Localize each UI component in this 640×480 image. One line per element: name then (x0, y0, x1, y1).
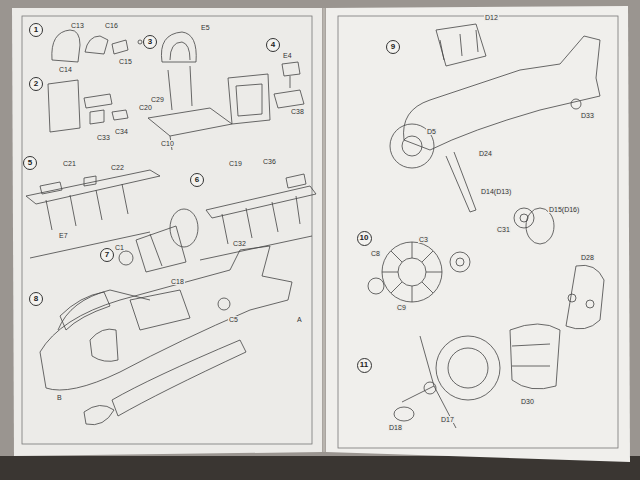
part-number: E7 (58, 232, 69, 239)
step-number: 4 (266, 38, 280, 52)
part-number: A (296, 316, 303, 323)
part-number: C16 (104, 22, 119, 29)
part-number: C31 (496, 226, 511, 233)
step-label: 5 (28, 159, 32, 167)
step-number: 2 (29, 77, 43, 91)
part-number: C1 (114, 244, 125, 251)
step-number: 10 (357, 231, 372, 246)
part-number: D33 (580, 112, 595, 119)
part-number: D30 (520, 398, 535, 405)
part-number: C20 (138, 104, 153, 111)
part-number: C19 (228, 160, 243, 167)
part-number: C36 (262, 158, 277, 165)
part-number: E5 (200, 24, 211, 31)
step-number: 6 (190, 173, 204, 187)
part-number: C14 (58, 66, 73, 73)
step-number: 1 (29, 23, 43, 37)
step-number: 8 (29, 292, 43, 306)
part-number: C15 (118, 58, 133, 65)
part-number: C32 (232, 240, 247, 247)
part-number: D18 (388, 424, 403, 431)
part-number: D14(D13) (480, 188, 512, 195)
part-number: C3 (418, 236, 429, 243)
part-number: C10 (160, 140, 175, 147)
step-label: 4 (271, 41, 275, 49)
step-label: 3 (148, 38, 152, 46)
part-number: C21 (62, 160, 77, 167)
part-number: C9 (396, 304, 407, 311)
step-label: 10 (360, 234, 369, 242)
step-number: 9 (386, 40, 400, 54)
step-label: 6 (195, 176, 199, 184)
part-number: C29 (150, 96, 165, 103)
step-label: 1 (34, 26, 38, 34)
part-number: C8 (370, 250, 381, 257)
part-number: B (56, 394, 63, 401)
step-label: 8 (34, 295, 38, 303)
part-number: E4 (282, 52, 293, 59)
part-number: C33 (96, 134, 111, 141)
part-number: C18 (170, 278, 185, 285)
step-number: 3 (143, 35, 157, 49)
part-number: D12 (484, 14, 499, 21)
step-number: 7 (100, 248, 114, 262)
part-number: D15(D16) (548, 206, 580, 213)
part-number: D28 (580, 254, 595, 261)
part-number: D24 (478, 150, 493, 157)
step-number: 11 (357, 358, 372, 373)
part-number: C38 (290, 108, 305, 115)
part-number: C34 (114, 128, 129, 135)
step-number: 5 (23, 156, 37, 170)
step-label: 7 (105, 251, 109, 259)
step-label: 2 (34, 80, 38, 88)
part-number: C5 (228, 316, 239, 323)
step-label: 11 (360, 361, 368, 369)
part-number: C13 (70, 22, 85, 29)
part-number: D17 (440, 416, 455, 423)
part-number: C22 (110, 164, 125, 171)
step-label: 9 (391, 43, 395, 51)
part-number: D5 (426, 128, 437, 135)
